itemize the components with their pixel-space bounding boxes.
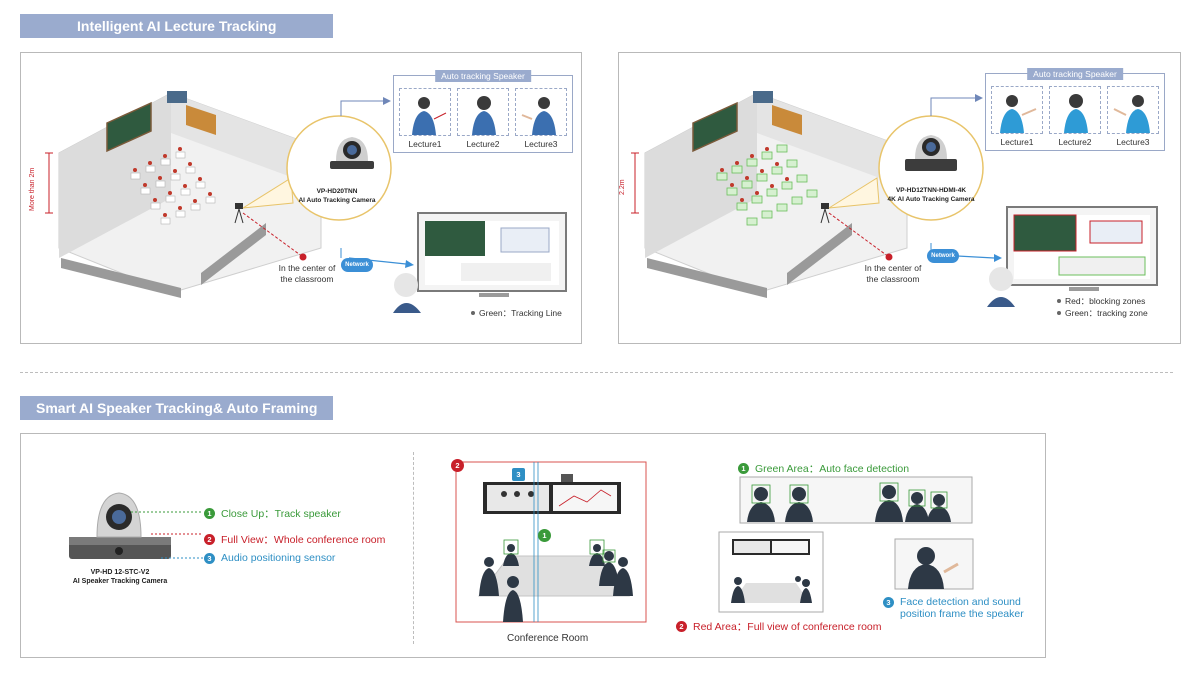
face-detection-strip [739, 476, 973, 524]
center-label-line1: In the center of [278, 263, 336, 273]
height-label: 2.2m [619, 179, 626, 195]
number-badge-icon: 2 [204, 534, 215, 545]
speaker-box-title: Auto tracking Speaker [1027, 68, 1123, 80]
lecture-panel-right: VP-HD12TNN-HDMI-4K 4K AI Auto Tracking C… [618, 52, 1181, 344]
camera-description: AI Auto Tracking Camera [298, 196, 376, 204]
feature-close-up: 1 Close Up：Track speaker [204, 506, 341, 521]
bullet-icon [1057, 299, 1061, 303]
lecture-frame: Lecture2 [457, 88, 509, 149]
speaker-tracking-camera-icon [69, 492, 171, 559]
lecture-frame: Lecture3 [515, 88, 567, 149]
height-label: More than 2m [29, 167, 36, 211]
feature-leader-lines [131, 511, 203, 559]
center-label: In the center of the classroom [853, 263, 933, 285]
area-text-line1: Face detection and sound [900, 596, 1021, 608]
number-badge-icon: 2 [451, 459, 464, 472]
camera-description: AI Speaker Tracking Camera [72, 578, 168, 586]
section-title-text: Intelligent AI Lecture Tracking [77, 18, 277, 34]
center-label-line1: In the center of [864, 263, 922, 273]
lecturer-figure-icon [1000, 95, 1037, 133]
lecture-frame: Lecture2 [1049, 86, 1101, 147]
network-label: Network [345, 262, 369, 268]
green-area-label: 1 Green Area：Auto face detection [738, 461, 909, 476]
speaker-box-title: Auto tracking Speaker [435, 70, 531, 82]
speaker-frame-thumbnail [894, 538, 974, 590]
feature-text: Close Up：Track speaker [221, 508, 341, 520]
legend-text: Red：blocking zones [1065, 296, 1146, 306]
legend-text: Green：tracking zone [1065, 308, 1148, 318]
center-label-line2: the classroom [280, 274, 334, 285]
number-badge-icon: 3 [512, 468, 525, 481]
bullet-icon [1057, 311, 1061, 315]
conference-room-illustration [455, 461, 647, 623]
lecture-frame: Lecture1 [991, 86, 1043, 147]
camera-caption-right: VP-HD12TNN-HDMI-4K 4K AI Auto Tracking C… [877, 187, 985, 205]
area-text-line2: position frame the speaker [900, 608, 1024, 621]
camera-caption: VP-HD 12-STC-V2 AI Speaker Tracking Came… [61, 568, 179, 587]
number-badge-icon: 1 [204, 508, 215, 519]
legend-item: Green：tracking zone [1057, 307, 1148, 319]
lecture-label: Lecture1 [1000, 137, 1034, 147]
center-label-line2: the classroom [866, 274, 920, 285]
section-title-lecture-tracking: Intelligent AI Lecture Tracking [20, 14, 333, 38]
lecture-label: Lecture2 [466, 139, 500, 149]
number-badge-icon: 2 [676, 621, 687, 632]
full-view-thumbnail [718, 531, 824, 613]
lecturer-figure-icon [1113, 95, 1150, 133]
bullet-icon [471, 311, 475, 315]
blue-area-label: 3 Face detection and sound position fram… [883, 596, 1024, 620]
lecture-label: Lecture1 [408, 139, 442, 149]
lecture-label: Lecture3 [1116, 137, 1150, 147]
camera-model: VP-HD12TNN-HDMI-4K [895, 187, 967, 194]
network-label: Network [931, 253, 955, 259]
camera-caption-left: VP-HD20TNN AI Auto Tracking Camera [287, 188, 387, 206]
lecture-panel-left: VP-HD20TNN AI Auto Tracking Camera More … [20, 52, 582, 344]
center-label: In the center of the classroom [267, 263, 347, 285]
lecturer-figure-icon [521, 97, 556, 135]
section-divider [20, 372, 1173, 373]
legend-item: Green：Tracking Line [471, 307, 562, 319]
number-badge-icon: 1 [738, 463, 749, 474]
number-badge-icon: 1 [538, 529, 551, 542]
speaker-tracking-panel: VP-HD 12-STC-V2 AI Speaker Tracking Came… [20, 433, 1046, 658]
area-text: Green Area：Auto face detection [755, 463, 910, 475]
vertical-divider [413, 452, 414, 644]
legend-item: Red：blocking zones [1057, 295, 1145, 307]
lecture-frame: Lecture1 [399, 88, 451, 149]
ptz-camera-icon [330, 137, 374, 169]
lecture-label: Lecture2 [1058, 137, 1092, 147]
area-text: Red Area：Full view of conference room [693, 621, 882, 633]
section-title-speaker-tracking: Smart AI Speaker Tracking& Auto Framing [20, 396, 333, 420]
lecturer-figure-icon [472, 96, 496, 135]
section-title-text: Smart AI Speaker Tracking& Auto Framing [36, 400, 318, 416]
feature-text: Audio positioning sensor [221, 552, 336, 564]
number-badge-icon: 3 [883, 597, 894, 608]
conference-room-label: Conference Room [507, 633, 589, 644]
auto-tracking-speaker-box: Auto tracking Speaker Lecture1 Lecture2 … [393, 70, 573, 153]
feature-audio-sensor: 3 Audio positioning sensor [204, 552, 335, 564]
lecture-frame: Lecture3 [1107, 86, 1159, 147]
ptz-4k-camera-icon [905, 135, 957, 171]
red-area-label: 2 Red Area：Full view of conference room [676, 619, 882, 634]
classroom-illustration-left [45, 91, 567, 313]
number-badge-icon: 3 [204, 552, 215, 564]
classroom-illustration-right [631, 91, 1158, 307]
feature-full-view: 2 Full View：Whole conference room [204, 532, 385, 547]
legend-text: Green：Tracking Line [479, 308, 562, 318]
camera-model: VP-HD20TNN [316, 188, 358, 195]
lecturer-figure-icon [1064, 94, 1088, 133]
lecturer-figure-icon [412, 97, 447, 135]
camera-model: VP-HD 12-STC-V2 [90, 569, 150, 576]
feature-text: Full View：Whole conference room [221, 534, 386, 546]
network-cloud-icon: Network [341, 258, 373, 272]
camera-description: 4K AI Auto Tracking Camera [887, 195, 975, 203]
lecture-label: Lecture3 [524, 139, 558, 149]
network-cloud-icon: Network [927, 249, 959, 263]
auto-tracking-speaker-box: Auto tracking Speaker Lecture1 Lecture2 … [985, 68, 1165, 151]
